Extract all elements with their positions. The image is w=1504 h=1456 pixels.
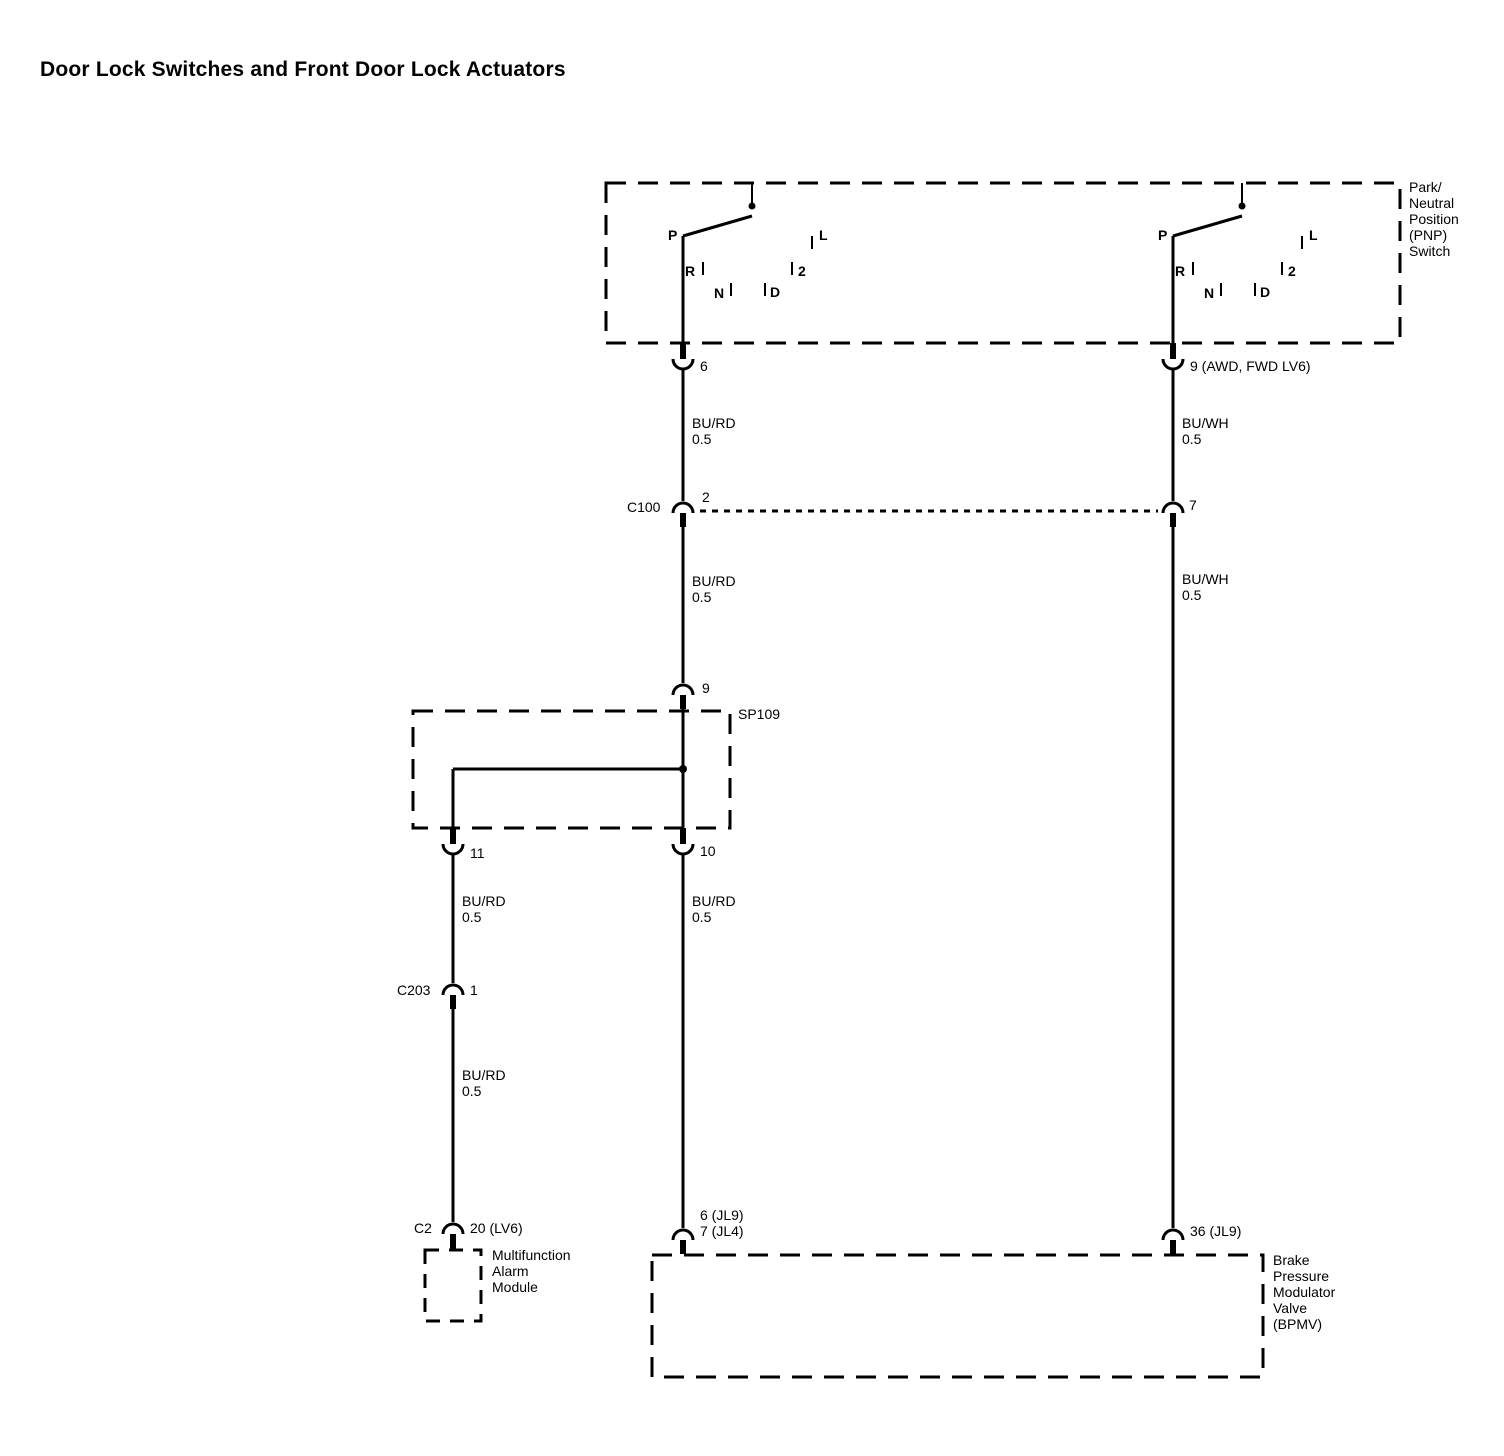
bpmv: Brake Pressure Modulator Valve (BPMV) bbox=[650, 1252, 1336, 1379]
wire-left-upper-size: 0.5 bbox=[692, 431, 712, 447]
wire-right-upper-color: BU/WH bbox=[1182, 415, 1229, 431]
branch-10-circuit: 10 BU/RD 0.5 6 (JL9) 7 (JL4) bbox=[671, 828, 744, 1254]
right-circuit: 9 (AWD, FWD LV6) BU/WH 0.5 7 BU/WH 0.5 3… bbox=[1161, 343, 1311, 1254]
alarm-module-label-3: Module bbox=[492, 1279, 538, 1295]
pin-c100-2: 2 bbox=[702, 489, 710, 505]
gear-n-right: N bbox=[1204, 285, 1214, 301]
wire-alarm-feed-size: 0.5 bbox=[462, 1083, 482, 1099]
alarm-module-label-1: Multifunction bbox=[492, 1247, 571, 1263]
connector-c2: C2 20 (LV6) bbox=[414, 1220, 523, 1250]
gear-p-right: P bbox=[1158, 227, 1167, 243]
pin-bpmv-7: 7 (JL4) bbox=[700, 1223, 744, 1239]
pnp-switch-box bbox=[604, 181, 1402, 345]
connector-c100-label: C100 bbox=[627, 499, 661, 515]
splice-sp109-box bbox=[411, 709, 732, 830]
alarm-module-box bbox=[423, 1248, 483, 1323]
pin-pnp-9: 9 (AWD, FWD LV6) bbox=[1190, 358, 1311, 374]
pin-sp109-10: 10 bbox=[700, 843, 716, 859]
connector-c2-label: C2 bbox=[414, 1220, 432, 1236]
pnp-label-line-4: (PNP) bbox=[1409, 227, 1447, 243]
pnp-label-line-3: Position bbox=[1409, 211, 1459, 227]
terminal-sp109-10: 10 bbox=[671, 828, 716, 859]
connector-c203: C203 1 bbox=[397, 982, 478, 1009]
gear-d-left: D bbox=[770, 284, 780, 300]
connector-c100-right: 7 bbox=[1161, 497, 1197, 527]
gear-p-left: P bbox=[668, 227, 677, 243]
pnp-switch-section-left: P R N D 2 L bbox=[668, 183, 828, 343]
branch-11-circuit: 11 BU/RD 0.5 C203 1 BU/RD 0.5 C2 20 (LV6… bbox=[397, 828, 571, 1323]
splice-node bbox=[679, 765, 687, 773]
wire-right-upper-size: 0.5 bbox=[1182, 431, 1202, 447]
switch-arm-right bbox=[1172, 214, 1243, 238]
wire-branch-11-size: 0.5 bbox=[462, 909, 482, 925]
pnp-switch-section-right: P R N D 2 L bbox=[1158, 183, 1318, 343]
pin-sp109-11: 11 bbox=[470, 845, 485, 861]
pnp-label-line-2: Neutral bbox=[1409, 195, 1454, 211]
terminal-bpmv-36: 36 (JL9) bbox=[1161, 1223, 1241, 1254]
bpmv-label-2: Pressure bbox=[1273, 1268, 1329, 1284]
gear-n-left: N bbox=[714, 285, 724, 301]
wire-branch-10-size: 0.5 bbox=[692, 909, 712, 925]
gear-2-right: 2 bbox=[1288, 263, 1296, 279]
gear-d-right: D bbox=[1260, 284, 1270, 300]
wire-left-upper-color: BU/RD bbox=[692, 415, 736, 431]
wire-alarm-feed-color: BU/RD bbox=[462, 1067, 506, 1083]
pin-c203-1: 1 bbox=[470, 982, 478, 998]
terminal-pnp-6: 6 bbox=[671, 343, 708, 374]
pin-pnp-6: 6 bbox=[700, 358, 708, 374]
switch-pivot-left bbox=[748, 202, 756, 210]
pnp-switch-label: Park/ Neutral Position (PNP) Switch bbox=[1409, 179, 1459, 259]
wire-left-mid-color: BU/RD bbox=[692, 573, 736, 589]
pnp-label-line-5: Switch bbox=[1409, 243, 1450, 259]
terminal-bpmv-6-7: 6 (JL9) 7 (JL4) bbox=[671, 1207, 744, 1254]
gear-l-right: L bbox=[1309, 227, 1318, 243]
bpmv-box bbox=[650, 1253, 1265, 1379]
gear-r-right: R bbox=[1175, 263, 1185, 279]
pin-sp109-9: 9 bbox=[702, 680, 710, 696]
page-title: Door Lock Switches and Front Door Lock A… bbox=[40, 58, 566, 81]
gear-l-left: L bbox=[819, 227, 828, 243]
terminal-sp109-9: 9 bbox=[671, 680, 710, 709]
alarm-module-label-2: Alarm bbox=[492, 1263, 529, 1279]
wire-branch-11-color: BU/RD bbox=[462, 893, 506, 909]
switch-arm-left bbox=[682, 214, 753, 238]
pin-c100-7: 7 bbox=[1189, 497, 1197, 513]
connector-c100-left: C100 2 bbox=[627, 489, 710, 527]
pnp-switch: Park/ Neutral Position (PNP) Switch P R … bbox=[604, 179, 1459, 345]
gear-r-left: R bbox=[685, 263, 695, 279]
wire-branch-10-color: BU/RD bbox=[692, 893, 736, 909]
terminal-sp109-11: 11 bbox=[441, 828, 485, 861]
splice-sp109: SP109 bbox=[411, 706, 780, 830]
pin-c2-20: 20 (LV6) bbox=[470, 1220, 523, 1236]
pin-bpmv-6: 6 (JL9) bbox=[700, 1207, 744, 1223]
left-circuit: 6 BU/RD 0.5 C100 2 BU/RD 0.5 9 bbox=[627, 343, 736, 709]
connector-c203-label: C203 bbox=[397, 982, 431, 998]
multifunction-alarm-module: Multifunction Alarm Module bbox=[423, 1247, 571, 1323]
wire-right-mid-color: BU/WH bbox=[1182, 571, 1229, 587]
terminal-pnp-9: 9 (AWD, FWD LV6) bbox=[1161, 343, 1311, 374]
bpmv-label-4: Valve bbox=[1273, 1300, 1307, 1316]
bpmv-label-5: (BPMV) bbox=[1273, 1316, 1322, 1332]
splice-sp109-label: SP109 bbox=[738, 706, 780, 722]
wire-left-mid-size: 0.5 bbox=[692, 589, 712, 605]
bpmv-label-1: Brake bbox=[1273, 1252, 1310, 1268]
bpmv-label-3: Modulator bbox=[1273, 1284, 1336, 1300]
wire-right-mid-size: 0.5 bbox=[1182, 587, 1202, 603]
gear-2-left: 2 bbox=[798, 263, 806, 279]
pnp-label-line-1: Park/ bbox=[1409, 179, 1442, 195]
switch-pivot-right bbox=[1238, 202, 1246, 210]
pin-bpmv-36: 36 (JL9) bbox=[1190, 1223, 1241, 1239]
